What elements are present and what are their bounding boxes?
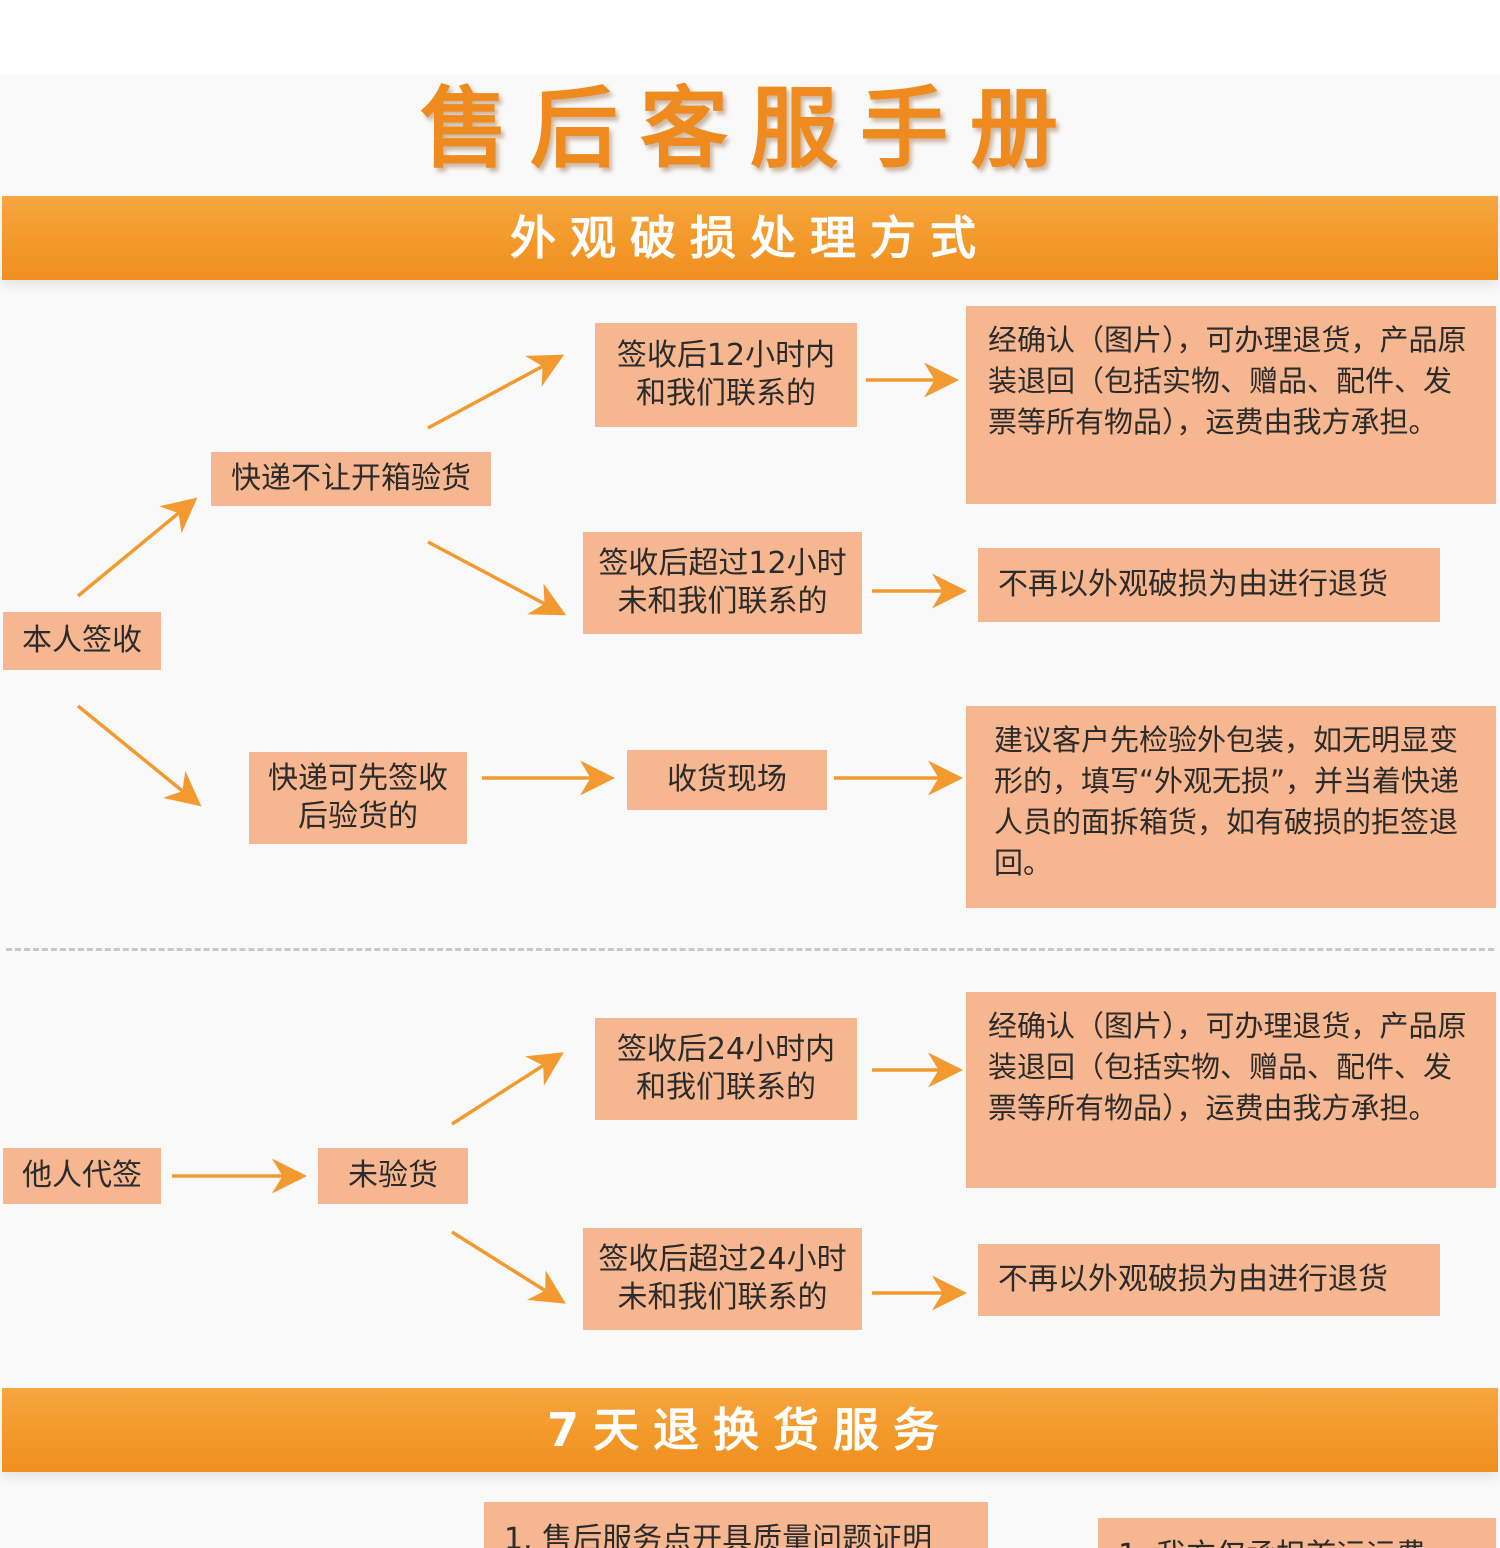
section-heading-returns: 7天退换货服务: [546, 1403, 953, 1457]
node-within-12h: 签收后12小时内 和我们联系的: [595, 323, 857, 427]
arrow-no-open-to-12h: [427, 354, 565, 430]
node-no-open-inspect: 快递不让开箱验货: [211, 452, 491, 506]
node-sign-first-inspect: 快递可先签收 后验货的: [249, 752, 467, 844]
node-proxy-sign: 他人代签: [3, 1148, 161, 1204]
result-within-12h: 经确认（图片），可办理退货，产品原装退回（包括实物、赠品、配件、发票等所有物品）…: [966, 306, 1496, 504]
result-over-12h: 不再以外观破损为由进行退货: [978, 548, 1440, 622]
section-divider: [6, 948, 1494, 951]
node-within-24h: 签收后24小时内 和我们联系的: [595, 1018, 857, 1120]
node-over-24h: 签收后超过24小时 未和我们联系的: [583, 1228, 862, 1330]
result-within-24h: 经确认（图片），可办理退货，产品原装退回（包括实物、赠品、配件、发票等所有物品）…: [966, 992, 1496, 1188]
node-uninspected: 未验货: [318, 1148, 468, 1204]
section-heading-damage: 外观破损处理方式: [510, 211, 990, 265]
section-banner-damage: 外观破损处理方式: [2, 196, 1498, 280]
returns-item-1: 1. 售后服务点开具质量问题证明: [484, 1502, 988, 1548]
result-over-24h: 不再以外观破损为由进行退货: [978, 1244, 1440, 1316]
returns-item-2-text: 1. 我方仅承担首运运费: [1118, 1538, 1426, 1548]
page-title: 售后客服手册: [419, 77, 1080, 180]
node-over-12h: 签收后超过12小时 未和我们联系的: [583, 532, 862, 634]
node-self-sign: 本人签收: [3, 612, 161, 670]
arrow-root-to-sign-first: [76, 704, 202, 807]
arrow-uninspected-to-24h: [451, 1052, 564, 1126]
arrow-root-to-no-open: [76, 497, 198, 598]
result-delivery-scene: 建议客户先检验外包装，如无明显变形的，填写“外观无损”，并当着快递人员的面拆箱货…: [966, 706, 1496, 908]
arrow-uninspected-to-over-24h: [451, 1230, 566, 1304]
returns-item-1-text: 1. 售后服务点开具质量问题证明: [504, 1522, 933, 1548]
returns-item-2: 1. 我方仅承担首运运费: [1098, 1518, 1496, 1548]
section-banner-returns: 7天退换货服务: [2, 1388, 1498, 1472]
arrow-no-open-to-over-12h: [427, 540, 567, 616]
node-delivery-scene: 收货现场: [627, 750, 827, 810]
